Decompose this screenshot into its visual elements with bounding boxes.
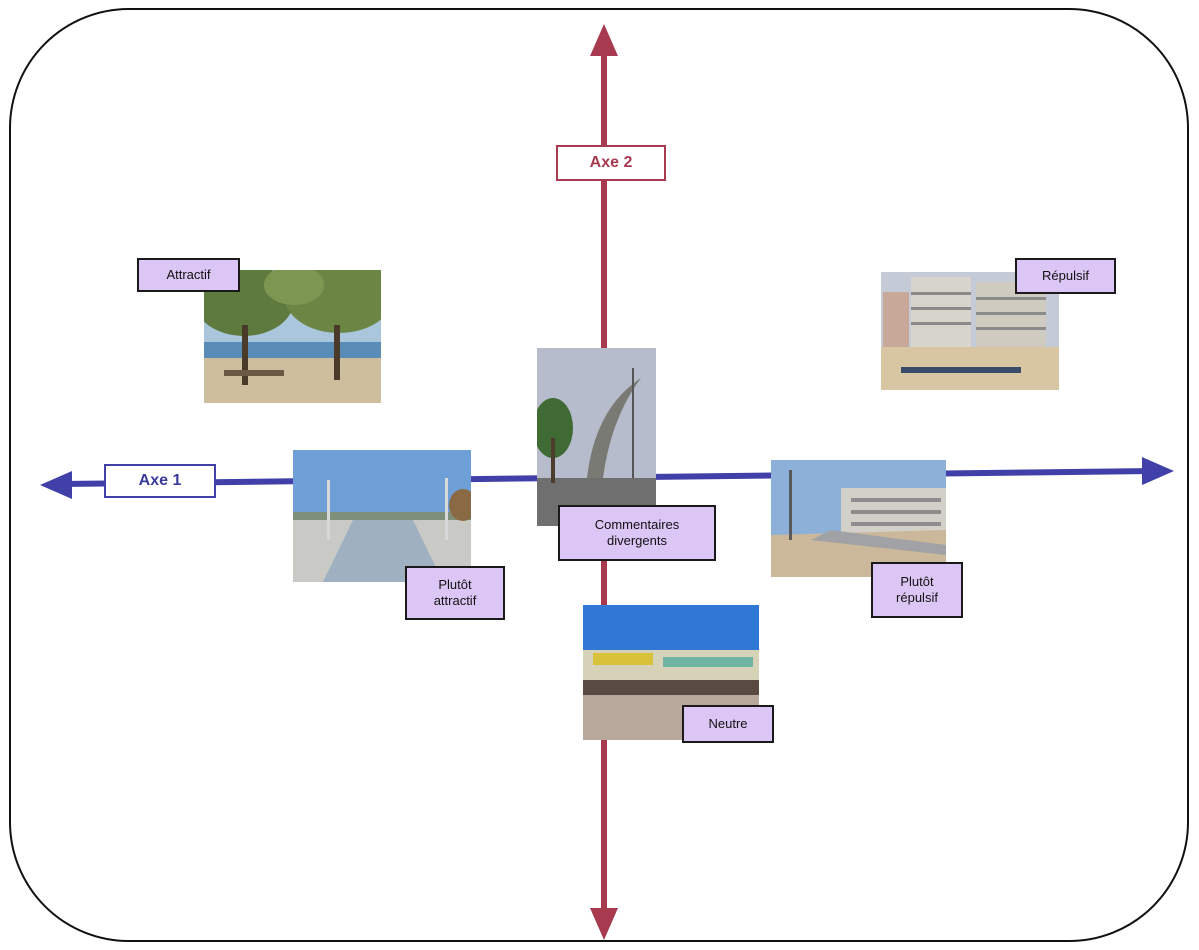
tag-plutot-repulsif: Plutôt répulsif bbox=[871, 562, 963, 618]
beach-trees-photo bbox=[204, 270, 381, 403]
tag-commentaires-divergents: Commentaires divergents bbox=[558, 505, 716, 561]
tag-neutre: Neutre bbox=[682, 705, 774, 743]
axis2-arrow-top bbox=[590, 24, 618, 56]
axis1-arrow-right bbox=[1142, 457, 1174, 485]
shopfront-photo bbox=[583, 605, 759, 740]
axis1-arrow-left bbox=[40, 471, 72, 499]
seafront-buildings-photo bbox=[771, 460, 946, 577]
tag-attractif: Attractif bbox=[137, 258, 240, 292]
axis1-label: Axe 1 bbox=[104, 464, 216, 498]
axis2-label: Axe 2 bbox=[556, 145, 666, 181]
axis2-arrow-bottom bbox=[590, 908, 618, 940]
beach-highrise-photo bbox=[881, 272, 1059, 390]
sculpture-photo bbox=[537, 348, 656, 526]
tag-plutot-attractif: Plutôt attractif bbox=[405, 566, 505, 620]
tag-repulsif: Répulsif bbox=[1015, 258, 1116, 294]
promenade-poles-photo bbox=[293, 450, 471, 582]
